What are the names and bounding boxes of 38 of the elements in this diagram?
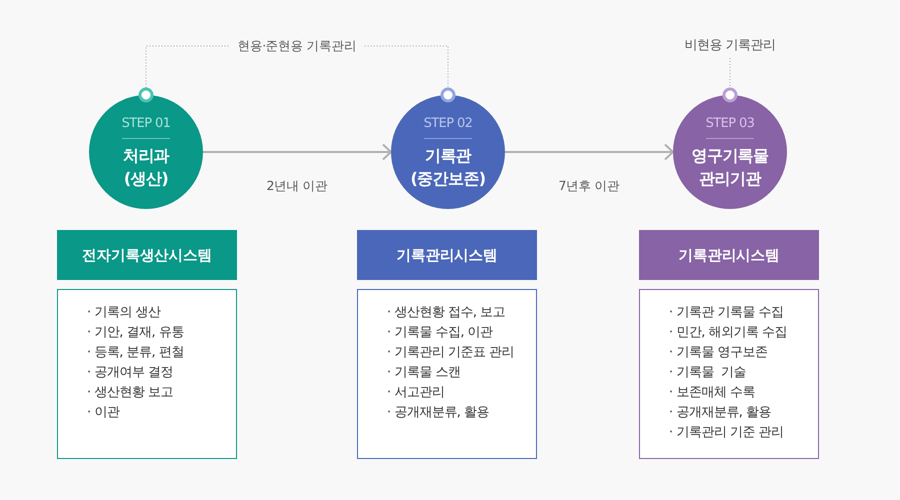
list-item: · 기록물 영구보존 [669,344,768,362]
step-title: 영구기록물 관리기관 [690,145,770,190]
edge-label: 2년내 이관 [266,177,328,195]
task-list-box [57,289,237,459]
list-item: · 생산현황 접수, 보고 [387,304,506,322]
list-item: · 기록관리 기준표 관리 [387,344,514,362]
list-item: · 기록관 기록물 수집 [669,304,784,322]
edge-label: 7년후 이관 [558,177,620,195]
arrow [203,144,392,160]
list-item: · 생산현황 보고 [87,384,173,402]
list-item: · 공개재분류, 활용 [669,404,772,422]
list-item: · 이관 [87,404,120,422]
edge-label: 현용·준현용 기록관리 [236,37,358,55]
step-label: STEP 03 [706,116,754,132]
list-item: · 서고관리 [387,384,444,402]
list-item: · 등록, 분류, 편철 [87,344,184,362]
system-header: 전자기록생산시스템 [57,230,237,280]
list-item: · 기안, 결재, 유통 [87,324,184,342]
list-item: · 기록물 스캔 [387,364,460,382]
list-item: · 기록관리 기준 관리 [669,424,784,442]
list-item: · 공개재분류, 활용 [387,404,490,422]
task-list-box [639,289,819,459]
step-label: STEP 01 [122,116,170,132]
list-item: · 민간, 해외기록 수집 [669,324,788,342]
step-title: 기록관 (중간보존) [409,145,487,190]
list-item: · 기록물 수집, 이관 [387,324,493,342]
system-header: 기록관리시스템 [639,230,819,280]
task-list-box [357,289,537,459]
section-label: 비현용 기록관리 [680,37,780,55]
list-item: · 보존매체 수록 [669,384,755,402]
dotted-line [146,46,448,88]
list-item: · 기록의 생산 [87,304,160,322]
list-item: · 공개여부 결정 [87,364,173,382]
arrow [505,144,674,160]
list-item: · 기록물 기술 [669,364,746,382]
step-title: 처리과 (생산) [122,145,170,190]
system-header: 기록관리시스템 [357,230,537,280]
step-label: STEP 02 [424,116,472,132]
